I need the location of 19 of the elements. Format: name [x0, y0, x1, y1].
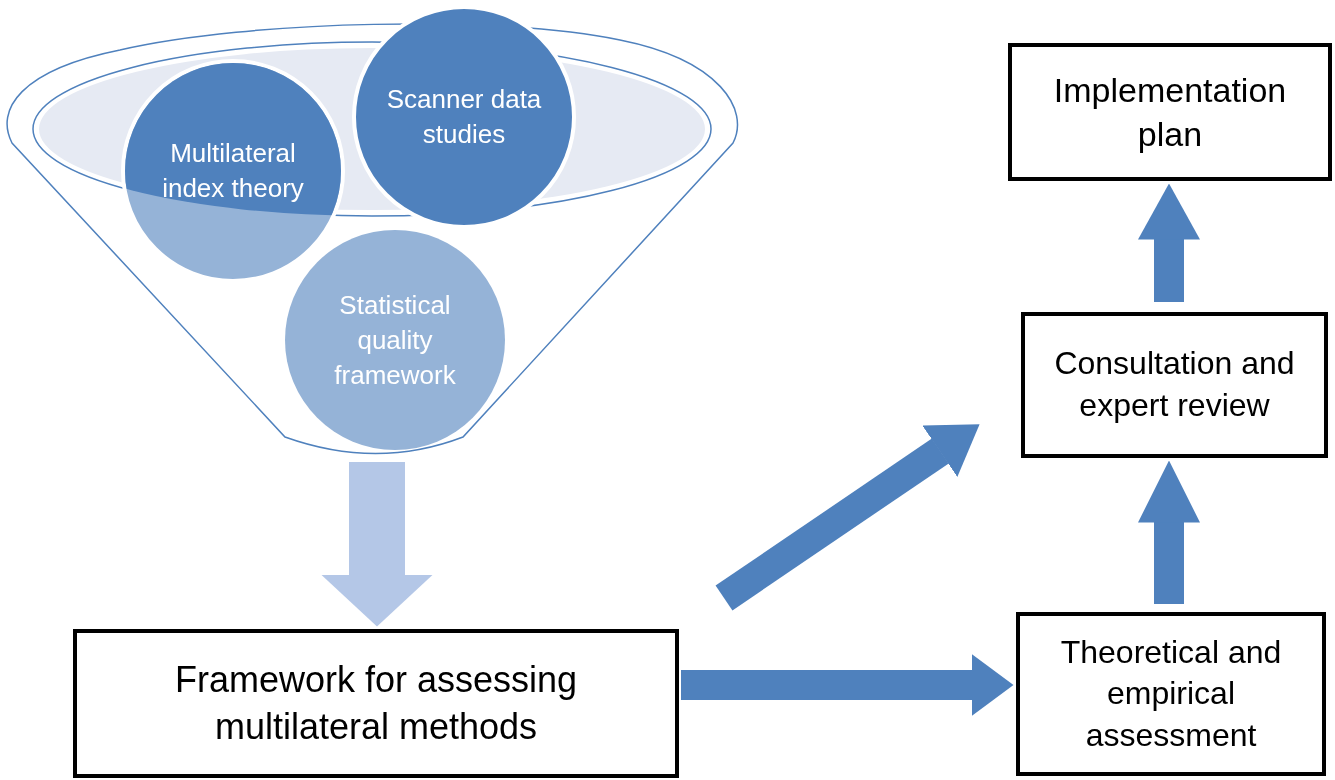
topic-circle — [285, 230, 505, 450]
box-label: Theoretical and empirical assessment — [1059, 632, 1283, 755]
process-box — [73, 629, 679, 778]
block-arrow — [715, 424, 980, 611]
box-label: Framework for assessing multilateral methods — [173, 657, 579, 749]
circle-label: Multilateral index theory — [161, 137, 305, 205]
circle-label: Statistical quality framework — [333, 288, 457, 392]
process-box — [1021, 312, 1328, 458]
block-arrow — [1138, 460, 1200, 604]
box-label: Implementation plan — [1052, 69, 1288, 155]
process-box — [1008, 43, 1332, 181]
block-arrow — [1138, 183, 1200, 302]
block-arrow — [681, 654, 1014, 716]
block-arrow — [321, 462, 433, 627]
topic-circle — [354, 7, 574, 227]
circle-label: Scanner data studies — [385, 83, 543, 151]
topic-circle — [123, 61, 343, 281]
process-box — [1016, 612, 1326, 776]
box-label: Consultation and expert review — [1053, 344, 1296, 425]
